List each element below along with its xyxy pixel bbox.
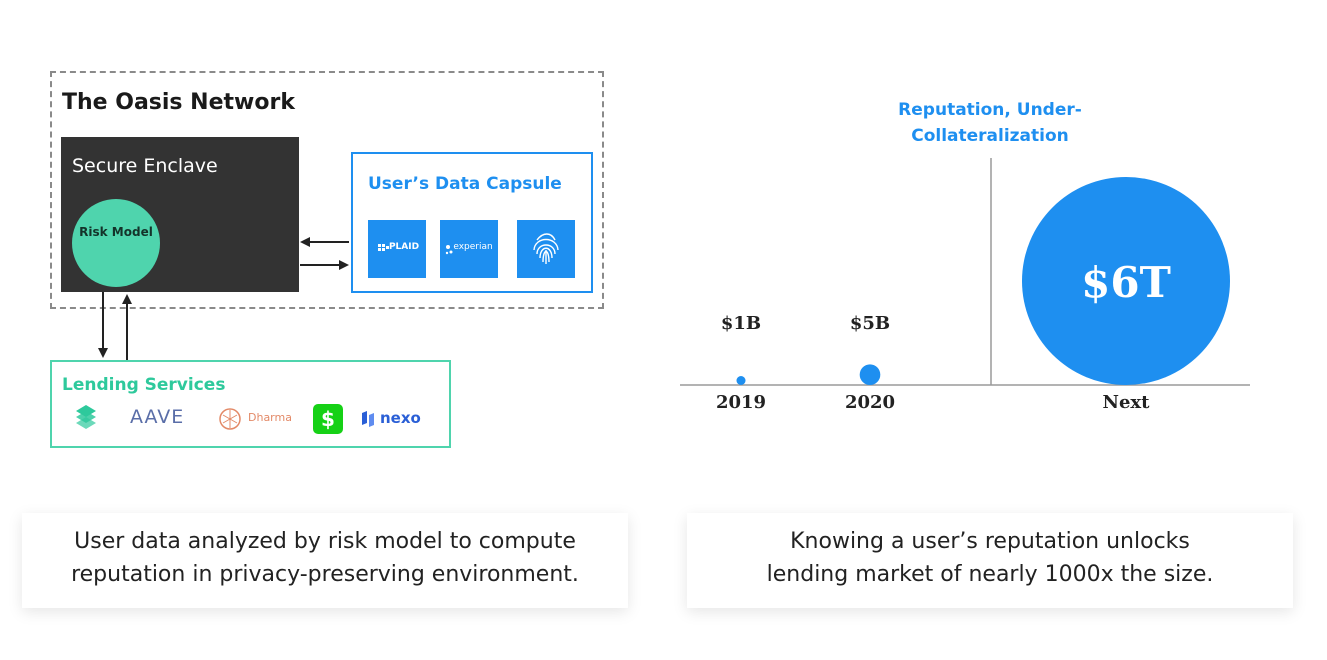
caption-left-text: User data analyzed by risk model to comp…: [71, 529, 579, 587]
risk-model-label: Risk Model: [79, 225, 153, 239]
plaid-logo-icon: PLAID: [368, 220, 426, 278]
nexo-logo-icon: [362, 411, 374, 427]
fingerprint-icon: [517, 220, 575, 278]
caption-left: User data analyzed by risk model to comp…: [22, 513, 628, 608]
risk-model-circle: [72, 199, 160, 287]
plaid-logo-text: PLAID: [388, 242, 420, 252]
cash-app-logo-icon: $: [313, 404, 343, 434]
compound-logo-icon: [76, 405, 96, 429]
category-label-2020: 2020: [845, 392, 895, 413]
value-label-2020: $5B: [850, 313, 890, 334]
aave-logo-text: AAVE: [130, 406, 185, 428]
caption-right-text: Knowing a user’s reputation unlocks lend…: [766, 529, 1214, 587]
bubble-next: [1022, 177, 1230, 385]
caption-right: Knowing a user’s reputation unlocks lend…: [687, 513, 1293, 608]
dharma-logo-icon: [219, 408, 241, 430]
chart-title: Reputation, Under-Collateralization: [898, 100, 1082, 146]
experian-logo-icon: experian: [440, 220, 498, 278]
fingerprint-glyph-icon: [533, 233, 559, 264]
lending-services-box: [50, 360, 451, 448]
experian-logo-text: experian: [453, 242, 493, 252]
plaid-mark-icon: [378, 244, 389, 251]
bubble-2020: [859, 364, 881, 386]
category-label-next: Next: [1103, 392, 1151, 413]
data-capsule-title: User’s Data Capsule: [368, 174, 562, 194]
bubble-2019: [736, 376, 746, 385]
dharma-logo-text: Dharma: [248, 411, 292, 424]
nexo-logo-text: nexo: [380, 409, 421, 427]
value-label-next: $6T: [1081, 258, 1171, 307]
experian-mark-icon: [445, 245, 453, 255]
category-label-2019: 2019: [716, 392, 766, 413]
value-label-2019: $1B: [721, 313, 761, 334]
lending-services-title: Lending Services: [62, 375, 226, 395]
oasis-network-title: The Oasis Network: [62, 90, 295, 115]
oasis-network-container: [50, 71, 604, 309]
secure-enclave-title: Secure Enclave: [72, 155, 218, 177]
